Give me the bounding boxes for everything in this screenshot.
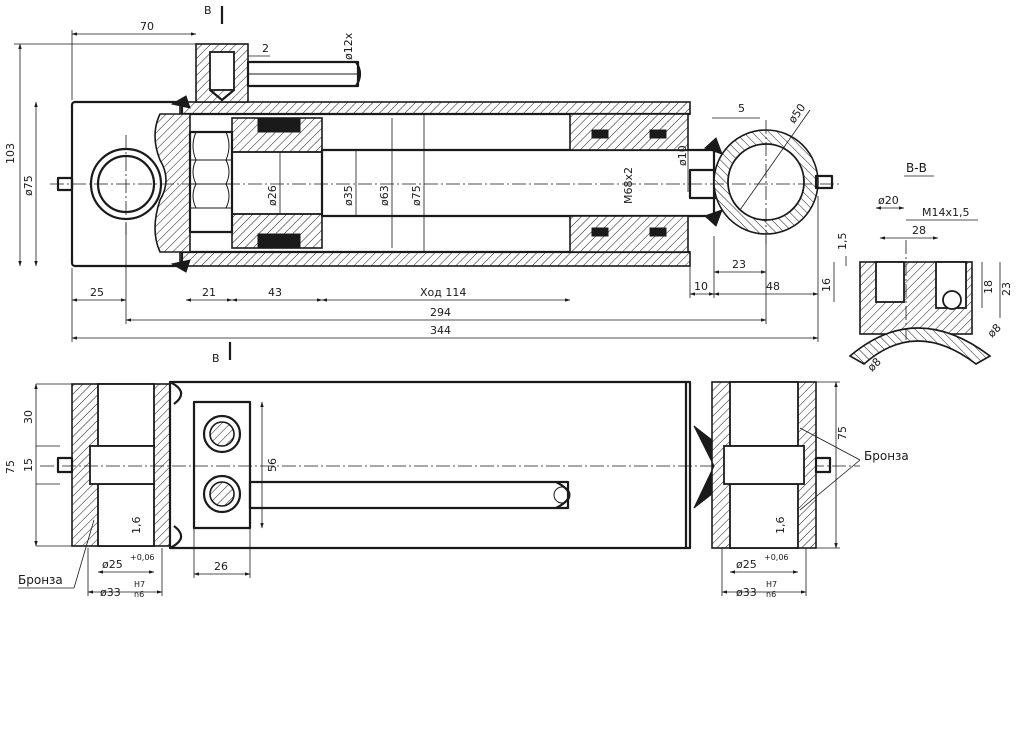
tol-left: +0,06 xyxy=(130,553,155,562)
piston xyxy=(231,117,323,249)
barrel-top-wall xyxy=(179,101,691,115)
port-block xyxy=(192,400,252,530)
section-view-title: В-В xyxy=(906,161,927,175)
section-view-b-b: В-В ø20 M14x1,5 28 1,5 16 18 23 ø8 ø8 xyxy=(820,161,1013,374)
longitudinal-section: В В 70 2 ø12x 5 ø50 103 ø75 ø26 ø35 ø63 … xyxy=(4,4,840,365)
dim-m68: M68x2 xyxy=(622,167,635,204)
dim-2: 2 xyxy=(262,42,269,55)
dim-75-left: 75 xyxy=(4,460,17,474)
dim-75-right: 75 xyxy=(836,426,849,440)
dim-294: 294 xyxy=(430,306,451,319)
dim-phi33-left: ø33 xyxy=(100,586,121,599)
body-plan xyxy=(168,380,692,550)
dim-30: 30 xyxy=(22,410,35,424)
dim-103: 103 xyxy=(4,143,17,164)
label-bronze-left: Бронза xyxy=(18,573,63,587)
dim-phi8-a: ø8 xyxy=(985,321,1004,340)
dim-phi50: ø50 xyxy=(786,101,809,125)
dim-43: 43 xyxy=(268,286,282,299)
dim-phi25-right: ø25 xyxy=(736,558,757,571)
plan-view: 75 30 15 56 26 75 Бронза Бронза 1,6 1,6 … xyxy=(4,380,909,599)
dim-16: 16 xyxy=(820,278,833,292)
dim-25: 25 xyxy=(90,286,104,299)
dim-15: 15 xyxy=(22,458,35,472)
dim-phi12: ø12x xyxy=(342,32,355,60)
dim-10: 10 xyxy=(694,280,708,293)
dim-phi25-left: ø25 xyxy=(102,558,123,571)
label-bronze-right: Бронза xyxy=(864,449,909,463)
dim-56: 56 xyxy=(266,458,279,472)
dim-phi75-left: ø75 xyxy=(22,175,35,196)
dim-48: 48 xyxy=(766,280,780,293)
piston-nut xyxy=(188,130,234,234)
dim-5: 5 xyxy=(738,102,745,115)
dim-phi63: ø63 xyxy=(378,185,391,206)
rod-eye xyxy=(704,129,834,235)
dim-phi10: ø10 xyxy=(676,145,689,166)
fit-num-right: H7 xyxy=(766,580,777,589)
fit-num-left: H7 xyxy=(134,580,145,589)
dim-21: 21 xyxy=(202,286,216,299)
dim-phi75-mid: ø75 xyxy=(410,185,423,206)
fit-den-right: n6 xyxy=(766,590,776,599)
barrel-bottom-wall xyxy=(179,251,691,267)
dim-phi33-right: ø33 xyxy=(736,586,757,599)
rod-gland xyxy=(569,113,689,253)
dim-28: 28 xyxy=(912,224,926,237)
dim-phi20: ø20 xyxy=(878,194,899,207)
dim-23-b: 23 xyxy=(1000,282,1013,296)
dim-26: 26 xyxy=(214,560,228,573)
roughness-right: 1,6 xyxy=(774,517,787,535)
roughness-left: 1,6 xyxy=(130,517,143,535)
tol-right: +0,06 xyxy=(764,553,789,562)
dim-70: 70 xyxy=(140,20,154,33)
dim-phi35: ø35 xyxy=(342,185,355,206)
dim-18: 18 xyxy=(982,280,995,294)
section-marker-top: В xyxy=(204,4,212,17)
fit-den-left: n6 xyxy=(134,590,144,599)
dim-phi26: ø26 xyxy=(266,185,279,206)
dim-23: 23 xyxy=(732,258,746,271)
section-marker-bottom: В xyxy=(212,352,220,365)
dim-344: 344 xyxy=(430,324,451,337)
dim-m14: M14x1,5 xyxy=(922,206,970,219)
dim-stroke: Ход 114 xyxy=(420,286,466,299)
dim-1-5: 1,5 xyxy=(836,233,849,251)
